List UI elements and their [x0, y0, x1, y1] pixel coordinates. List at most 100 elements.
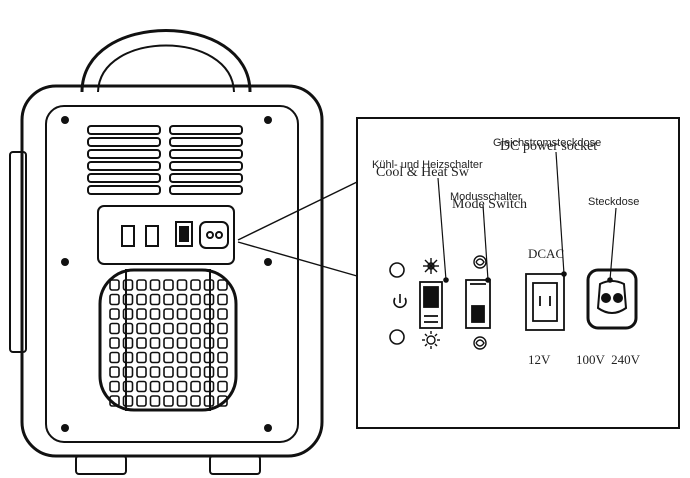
grille-cell: [176, 322, 188, 335]
vent-slot: [87, 125, 161, 135]
vent-slot: [87, 185, 161, 195]
screw: [264, 116, 272, 124]
carry-handle-inner: [97, 44, 235, 93]
grille-cell: [190, 308, 201, 320]
grille-cell: [163, 279, 174, 291]
vent-slot: [87, 173, 161, 183]
grille-cell: [203, 322, 215, 335]
label-dc-socket-en: DC power socket: [500, 139, 597, 154]
pointer-ac: [609, 207, 617, 281]
vent-slot: [169, 125, 243, 135]
grille-cell: [136, 308, 147, 320]
unit-dc-socket-inner: [179, 226, 189, 242]
unit-ac-socket: [199, 221, 229, 249]
vent-slot: [169, 161, 243, 171]
fan-grille: [98, 268, 238, 412]
swirl-icon: [473, 336, 487, 350]
grille-cell: [217, 351, 228, 364]
foot-right: [209, 455, 261, 475]
grille-cell: [190, 337, 201, 349]
cooler-body-inner: [45, 105, 299, 443]
pointer-mode: [482, 204, 489, 281]
grille-cell: [149, 322, 161, 335]
label-ac-socket: Steckdose: [588, 196, 639, 208]
indicator-light-bottom: [389, 329, 405, 345]
detail-panel: [356, 117, 680, 429]
grille-cell: [149, 279, 161, 291]
grille-cell: [136, 395, 147, 407]
callout-lines: [237, 181, 358, 277]
grille-cell: [109, 351, 120, 364]
screw: [61, 116, 69, 124]
cool-heat-switch-body: [419, 281, 443, 329]
grille-cell: [109, 308, 120, 320]
grille-cell: [136, 293, 147, 306]
callout-line-top: [237, 181, 358, 241]
grille-cell: [136, 380, 147, 393]
grille-cell: [203, 293, 215, 306]
vent-slots: [87, 125, 243, 195]
unit-control-panel: [97, 205, 235, 265]
mode-switch-body: [465, 279, 491, 329]
carry-handle: [80, 29, 252, 93]
grille-cell: [122, 366, 134, 378]
grille-cell: [136, 322, 147, 335]
vent-slot: [169, 185, 243, 195]
dc-socket-inner: [532, 282, 558, 322]
grille-cell: [122, 337, 134, 349]
grille-cell: [190, 293, 201, 306]
swirl-icon: [473, 255, 487, 269]
grille-cell: [176, 337, 188, 349]
grille-cell: [176, 395, 188, 407]
grille-cell: [122, 395, 134, 407]
grille-cell: [190, 366, 201, 378]
grille-cell: [109, 366, 120, 378]
fan-grille-inner: [125, 269, 211, 411]
grille-cell: [163, 322, 174, 335]
grille-cell: [203, 308, 215, 320]
grille-cell: [190, 322, 201, 335]
ac-socket-pin: [601, 293, 611, 303]
grille-cell: [122, 308, 134, 320]
grille-cell: [122, 279, 134, 291]
grille-cell: [176, 366, 188, 378]
cool-heat-switch: [419, 281, 443, 329]
cooler-unit: [9, 29, 324, 475]
grille-cell: [217, 337, 228, 349]
grille-cell: [217, 366, 228, 378]
foot-left: [75, 455, 127, 475]
fan-grille-cells: [109, 279, 228, 407]
screws: [61, 116, 272, 432]
grille-cell: [109, 322, 120, 335]
grille-cell: [176, 308, 188, 320]
vent-slot: [87, 161, 161, 171]
grille-cell: [203, 380, 215, 393]
grille-cell: [122, 293, 134, 306]
grille-cell: [122, 322, 134, 335]
control-panel-frame: [97, 205, 235, 265]
grille-cell: [203, 337, 215, 349]
callout-line-bottom: [237, 241, 358, 277]
grille-cell: [203, 395, 215, 407]
grille-cell: [149, 395, 161, 407]
grille-cell: [149, 380, 161, 393]
grille-cell: [163, 380, 174, 393]
grille-cell: [149, 293, 161, 306]
snowflake-icon: [423, 258, 439, 274]
grille-cell: [176, 380, 188, 393]
grille-cell: [136, 351, 147, 364]
label-12v: 12V: [528, 352, 551, 367]
label-pointers: [437, 151, 617, 283]
indicator-light-top: [389, 262, 405, 278]
grille-cell: [217, 395, 228, 407]
grille-cell: [122, 380, 134, 393]
label-cool-heat-de: Kühl- und Heizschalter: [372, 159, 483, 171]
vent-slot: [169, 137, 243, 147]
grille-cell: [163, 293, 174, 306]
grille-cell: [217, 308, 228, 320]
grille-cell: [163, 351, 174, 364]
mode-switch-knob: [471, 305, 485, 323]
grille-cell: [190, 395, 201, 407]
unit-ac-pin: [206, 231, 214, 239]
grille-cell: [109, 293, 120, 306]
